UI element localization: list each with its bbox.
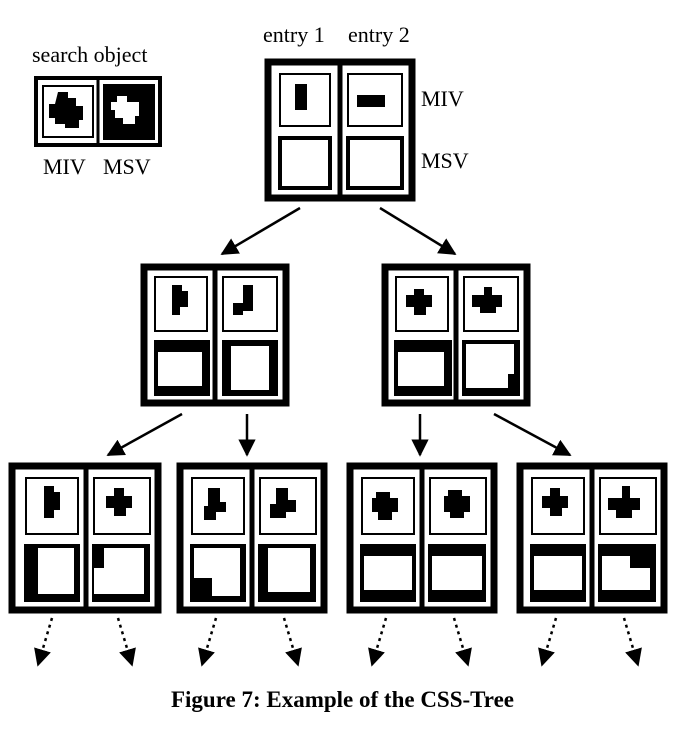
search-msv-label: MSV [103, 154, 151, 179]
root-miv-label: MIV [421, 86, 464, 111]
search-miv-label: MIV [43, 154, 86, 179]
root-node [264, 58, 416, 202]
edge-root-to-left [220, 206, 301, 256]
search-object-label: search object [32, 42, 148, 67]
entry-1-label: entry 1 [263, 22, 325, 47]
level1-left-node [140, 263, 290, 407]
edge-right-to-n4 [493, 412, 572, 457]
edge-left-to-n1 [106, 412, 183, 457]
level2-node-2 [176, 462, 328, 614]
tree-edges [106, 206, 572, 457]
level2-node-1 [8, 462, 162, 614]
search-miv-icon [42, 85, 94, 138]
search-msv-icon [103, 84, 155, 140]
search-object [34, 76, 162, 147]
continuation-edges [34, 617, 642, 667]
figure-caption: Figure 7: Example of the CSS-Tree [170, 687, 515, 712]
level1-right-node [381, 263, 531, 407]
entry-2-label: entry 2 [348, 22, 410, 47]
level2-node-4 [516, 462, 668, 614]
root-msv-label: MSV [421, 148, 469, 173]
level2-node-3 [346, 462, 498, 614]
edge-root-to-right [379, 206, 457, 256]
